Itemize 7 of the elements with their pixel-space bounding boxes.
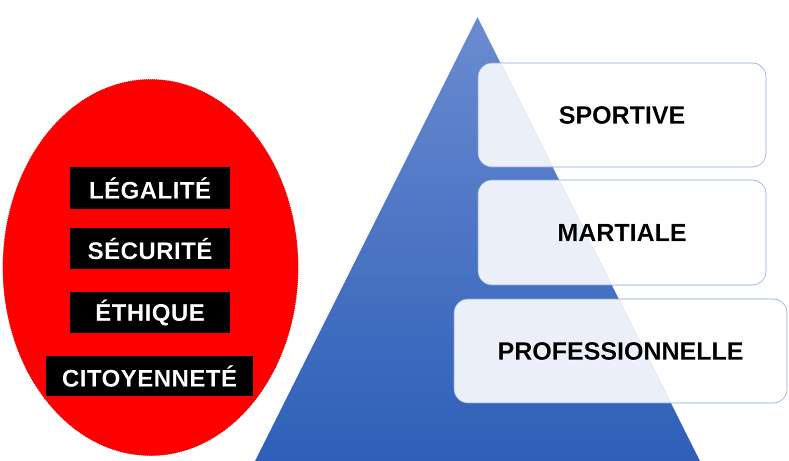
word-tag: LÉGALITÉ xyxy=(70,167,230,209)
label-box: PROFESSIONNELLE xyxy=(454,298,788,404)
label-box: SPORTIVE xyxy=(478,62,766,168)
word-tag: CITOYENNETÉ xyxy=(46,356,253,396)
word-tag: ÉTHIQUE xyxy=(70,292,230,333)
word-tag: SÉCURITÉ xyxy=(70,228,230,269)
label-box: MARTIALE xyxy=(478,180,766,286)
